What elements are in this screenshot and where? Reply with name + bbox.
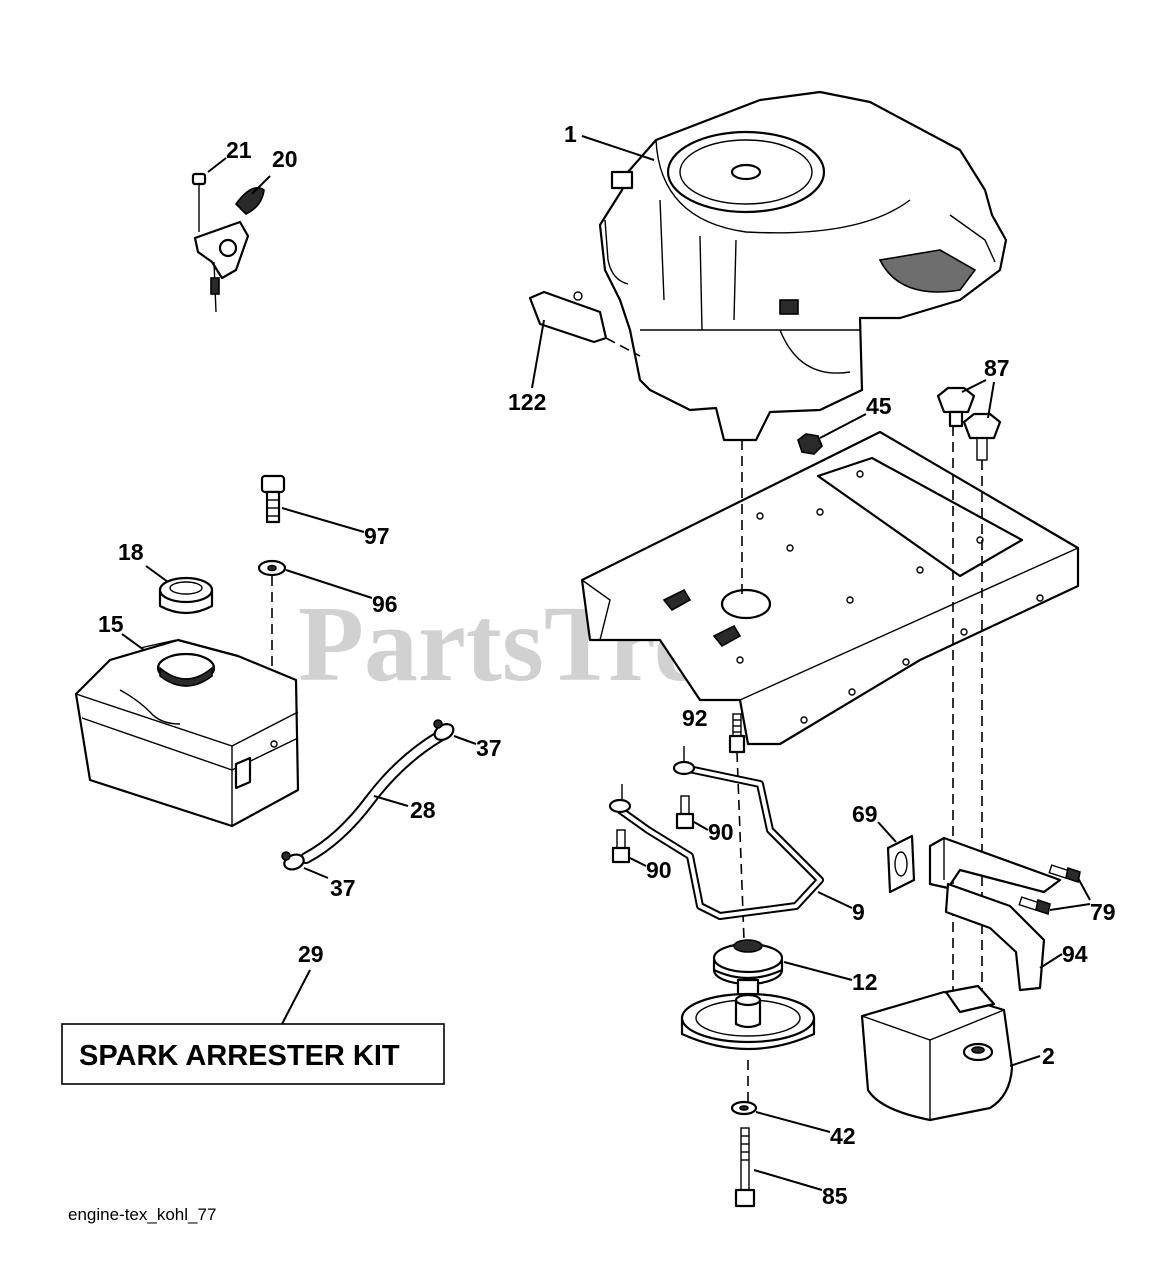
callout-45[interactable]: 45 [866, 393, 892, 419]
leader-37-top [453, 735, 477, 745]
spark-arrester-kit-box[interactable] [61, 1023, 445, 1085]
part-18-fuel-cap[interactable] [158, 576, 214, 615]
callout-85[interactable]: 85 [822, 1183, 848, 1209]
part-37-clamp-top[interactable] [432, 719, 456, 743]
leader-97 [281, 507, 365, 533]
part-94-exhaust-pipe[interactable] [928, 836, 1062, 992]
callout-79[interactable]: 79 [1090, 899, 1116, 925]
leader-94 [1039, 953, 1063, 969]
leader-28 [373, 795, 409, 807]
callout-2[interactable]: 2 [1042, 1043, 1055, 1069]
part-9-belt-guide[interactable] [608, 746, 824, 920]
part-79-screw-lower[interactable] [1018, 896, 1051, 916]
callout-28[interactable]: 28 [410, 797, 436, 823]
callout-92[interactable]: 92 [682, 705, 708, 731]
part-85-bolt[interactable] [734, 1127, 756, 1208]
leader-122 [531, 319, 545, 389]
leader-96 [285, 569, 373, 599]
callout-37-bottom[interactable]: 37 [330, 875, 356, 901]
leader-18 [145, 565, 169, 583]
leader-85 [753, 1169, 823, 1191]
callout-21[interactable]: 21 [226, 137, 252, 163]
leader-29 [281, 969, 311, 1025]
part-1-engine[interactable] [598, 90, 1008, 442]
part-96-washer[interactable] [257, 559, 287, 577]
leader-69 [877, 821, 897, 843]
callout-97[interactable]: 97 [364, 523, 390, 549]
leader-45 [819, 413, 867, 439]
part-20-throttle-control[interactable] [193, 187, 265, 313]
leader-87-b [987, 381, 995, 419]
part-79-screw-upper[interactable] [1048, 864, 1081, 884]
spark-arrester-kit-label: SPARK ARRESTER KIT [79, 1040, 400, 1072]
callout-15[interactable]: 15 [98, 611, 124, 637]
callout-1[interactable]: 1 [564, 121, 577, 147]
leader-42 [755, 1111, 831, 1133]
part-42-washer[interactable] [730, 1100, 758, 1116]
leader-90-lower [629, 857, 647, 867]
leader-79-a [1077, 877, 1091, 901]
part-87-knob-left[interactable] [936, 386, 976, 428]
callout-12[interactable]: 12 [852, 969, 878, 995]
part-21-screw[interactable] [191, 172, 207, 232]
callout-18[interactable]: 18 [118, 539, 144, 565]
part-90-bolt-lower[interactable] [611, 829, 631, 864]
part-45-nut[interactable] [797, 433, 823, 455]
leader-20 [251, 175, 271, 195]
callout-37-top[interactable]: 37 [476, 735, 502, 761]
callout-42[interactable]: 42 [830, 1123, 856, 1149]
leader-87-a [961, 379, 987, 393]
leader-12 [783, 961, 853, 981]
figure-code: engine-tex_kohl_77 [68, 1205, 216, 1224]
part-97-bolt[interactable] [260, 474, 286, 524]
part-15-fuel-tank[interactable] [74, 638, 300, 828]
part-pulley-lower[interactable] [680, 992, 816, 1051]
leader-15 [121, 633, 145, 651]
callout-94[interactable]: 94 [1062, 941, 1088, 967]
callout-96[interactable]: 96 [372, 591, 398, 617]
part-69-gasket[interactable] [886, 834, 916, 894]
callout-69[interactable]: 69 [852, 801, 878, 827]
leader-79-b [1049, 903, 1091, 911]
leader-1 [581, 135, 655, 161]
leader-90-upper [693, 821, 709, 831]
callout-90-upper[interactable]: 90 [708, 819, 734, 845]
callout-20[interactable]: 20 [272, 146, 298, 172]
part-90-bolt-upper[interactable] [675, 795, 695, 830]
part-92-bolt[interactable] [728, 713, 746, 754]
callout-122[interactable]: 122 [508, 389, 546, 415]
leader-37-bottom [303, 867, 329, 879]
callout-90-lower[interactable]: 90 [646, 857, 672, 883]
leader-9 [817, 891, 853, 909]
callout-9[interactable]: 9 [852, 899, 865, 925]
part-12-pulley[interactable] [712, 939, 784, 1026]
part-87-knob-right[interactable] [962, 412, 1002, 461]
callout-29[interactable]: 29 [298, 941, 324, 967]
part-37-clamp-bottom[interactable] [281, 851, 306, 872]
leader-2 [1009, 1055, 1041, 1067]
callout-87[interactable]: 87 [984, 355, 1010, 381]
part-28-fuel-line[interactable] [300, 730, 446, 864]
leader-21 [207, 157, 227, 173]
part-2-muffler[interactable] [860, 984, 1014, 1122]
frame-plate[interactable] [580, 430, 1080, 746]
